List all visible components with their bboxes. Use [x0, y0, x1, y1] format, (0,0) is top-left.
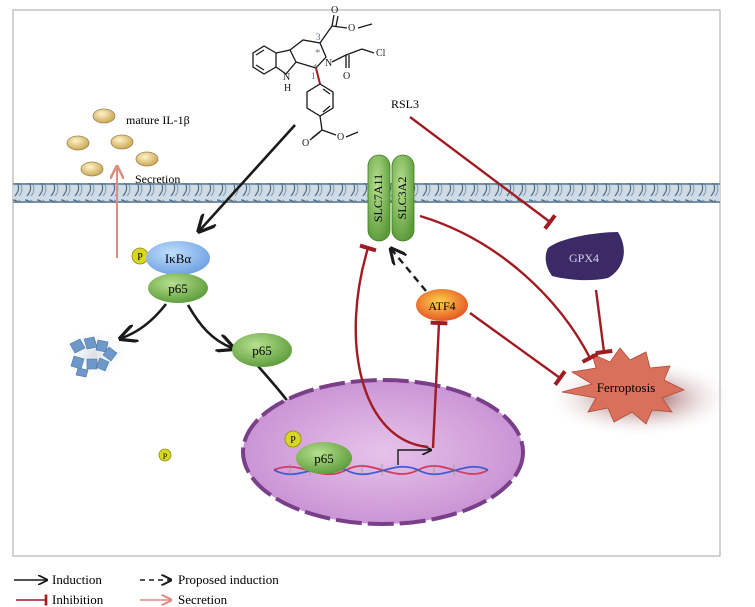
gpx4-node	[545, 232, 624, 281]
degradation-icon	[58, 327, 130, 383]
legend-secretion-label: Secretion	[178, 592, 228, 607]
nfkb-inhibits-slc7a11	[354, 243, 429, 449]
legend-proposed-label: Proposed induction	[178, 572, 279, 587]
rsl3-label: RSL3	[391, 97, 419, 111]
legend-inhibition-label: Inhibition	[52, 592, 104, 607]
atf4-node	[416, 289, 468, 321]
inhibition-arrows	[354, 116, 613, 449]
stereo-c1-label: 1	[311, 71, 316, 81]
legend-induction-label: Induction	[52, 572, 102, 587]
atom-o5: O	[337, 132, 344, 143]
il1b-granule	[66, 135, 90, 151]
slc7a11-node	[367, 154, 391, 242]
atf4-inhibits-ferroptosis	[469, 312, 567, 386]
stereo-star-1: *	[313, 62, 319, 74]
atom-h: H	[284, 83, 291, 94]
atom-o3: O	[343, 71, 350, 82]
nucleus	[241, 378, 525, 526]
nuclear-phosphate-label: P	[290, 435, 296, 446]
slc7a11-label: SLC7A11	[371, 174, 385, 222]
p65-free-label: p65	[252, 343, 272, 358]
nuclear-phosphate-badge	[284, 430, 302, 448]
p65-free-node	[232, 333, 292, 367]
phospho-badge-label: P	[137, 252, 143, 263]
atom-o4: O	[302, 138, 309, 149]
secretion-label: Secretion	[135, 172, 180, 186]
gpx4-inhibits-ferroptosis	[594, 289, 613, 356]
ikba-node	[146, 241, 210, 275]
ikba-label: IκBα	[165, 251, 192, 266]
gpx4-label: GPX4	[569, 251, 599, 265]
p65-complex-label: p65	[168, 281, 188, 296]
atf4-label: ATF4	[428, 299, 455, 313]
ferroptosis-node	[561, 347, 686, 425]
slc3a2-label: SLC3A2	[395, 177, 409, 220]
atom-cl: Cl	[376, 48, 386, 59]
p65-release-arrow	[186, 304, 232, 348]
slc3a2-node	[391, 154, 415, 242]
slc-inhibits-ferroptosis	[419, 214, 599, 364]
atf4-induces-slc7a11-proposed	[392, 250, 427, 292]
transcription-start-arrow	[397, 450, 430, 465]
rsl3-to-nfkb-arrow	[200, 124, 296, 230]
nfkb-inhibits-atf4	[430, 320, 448, 449]
il1b-granules	[66, 108, 159, 177]
stereo-c3-label: 3	[316, 32, 321, 42]
atom-o2: O	[348, 23, 355, 34]
atom-o1: O	[331, 5, 338, 16]
il1b-granule	[135, 151, 159, 167]
rsl3-structure	[252, 14, 375, 141]
ferroptosis-label: Ferroptosis	[597, 380, 656, 395]
p65-complex-node	[148, 273, 208, 303]
induction-arrows	[122, 124, 303, 422]
atom-n: N	[325, 58, 332, 69]
rsl3-inhibits-gpx4	[409, 116, 557, 230]
stereo-star-3: *	[315, 47, 321, 59]
free-phosphate-label: P	[163, 452, 168, 461]
free-phosphate	[158, 448, 172, 462]
p65-nuclear-node	[296, 442, 352, 474]
atom-nh: N	[283, 72, 290, 83]
il1b-granule	[92, 108, 116, 124]
rsl3-atom-labels: N H N Cl O O O O O 3 1 * *	[283, 5, 386, 149]
mature-il1b-label: mature IL-1β	[126, 113, 190, 127]
il1b-granule	[110, 134, 134, 150]
plasma-membrane	[13, 183, 720, 203]
legend: Induction Inhibition Proposed induction …	[14, 572, 279, 607]
ikba-degradation-arrow	[122, 303, 168, 338]
il1b-granule	[80, 161, 104, 177]
system-xc-transporter: SLC7A11 SLC3A2	[367, 154, 415, 242]
p65-nuclear-label: p65	[314, 451, 334, 466]
